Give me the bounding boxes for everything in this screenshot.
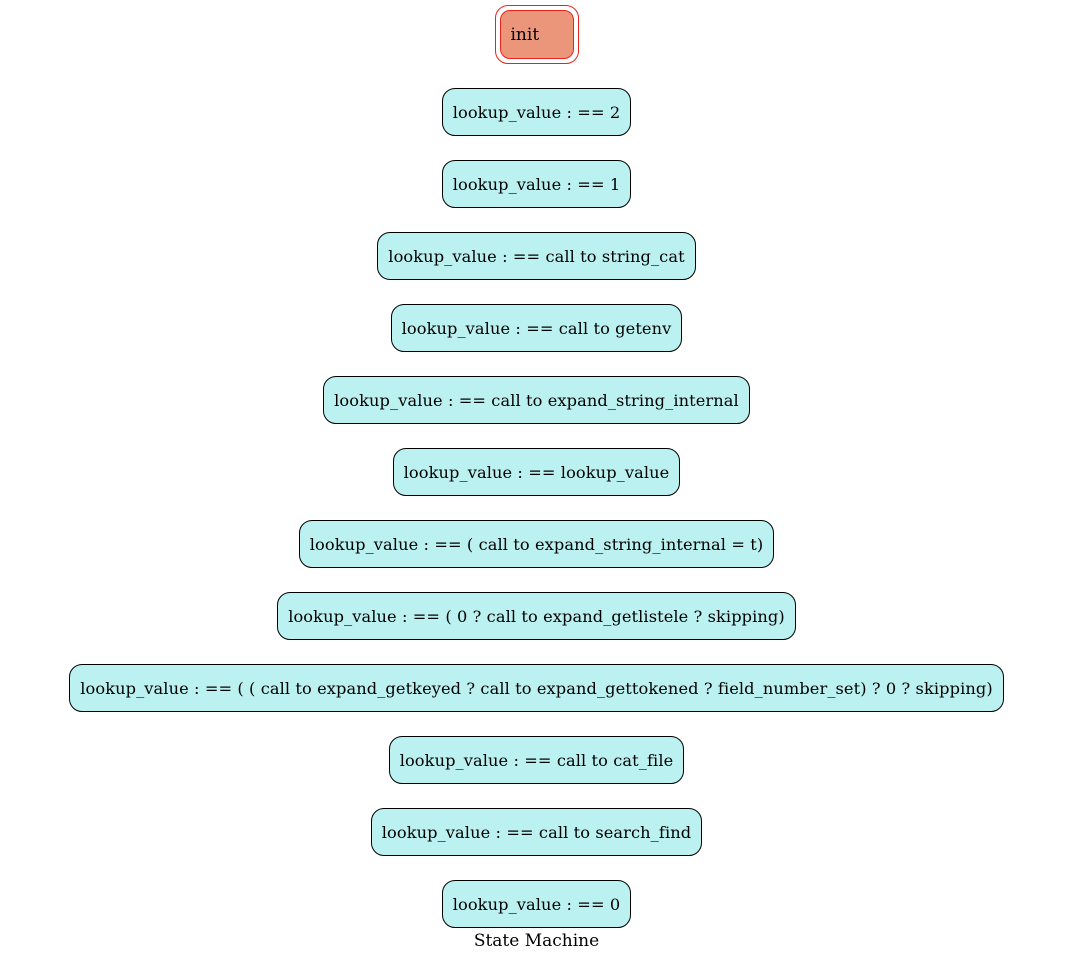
init-node-label: init (510, 24, 540, 45)
state-node[interactable]: lookup_value : == call to string_cat (377, 232, 696, 280)
state-node-label: lookup_value : == ( ( call to expand_get… (80, 678, 993, 698)
init-node[interactable]: init (499, 10, 574, 59)
state-node-label: lookup_value : == lookup_value (403, 462, 670, 482)
state-node-label: lookup_value : == call to cat_file (399, 750, 674, 770)
state-node[interactable]: lookup_value : == call to search_find (370, 808, 703, 856)
state-node[interactable]: lookup_value : == 0 (441, 880, 632, 928)
state-node-label: lookup_value : == ( call to expand_strin… (309, 534, 764, 554)
state-node-label: lookup_value : == ( 0 ? call to expand_g… (288, 606, 785, 626)
diagram-caption: State Machine (473, 931, 600, 951)
state-node-label: lookup_value : == 0 (452, 894, 621, 914)
state-node[interactable]: lookup_value : == call to getenv (390, 304, 683, 352)
state-node[interactable]: lookup_value : == call to cat_file (388, 736, 685, 784)
state-node-label: lookup_value : == 2 (452, 102, 621, 122)
state-node[interactable]: lookup_value : == 1 (441, 160, 632, 208)
state-node-label: lookup_value : == call to string_cat (388, 246, 685, 266)
init-node-outer-border: init (494, 5, 579, 64)
state-node[interactable]: lookup_value : == lookup_value (392, 448, 681, 496)
state-node-label: lookup_value : == 1 (452, 174, 621, 194)
state-node-label: lookup_value : == call to search_find (381, 822, 692, 842)
state-node[interactable]: lookup_value : == call to expand_string_… (323, 376, 750, 424)
state-node[interactable]: lookup_value : == ( 0 ? call to expand_g… (277, 592, 796, 640)
state-node[interactable]: lookup_value : == ( call to expand_strin… (298, 520, 775, 568)
state-node-label: lookup_value : == call to expand_string_… (334, 390, 739, 410)
state-node-label: lookup_value : == call to getenv (401, 318, 672, 338)
state-list: lookup_value : == 2 lookup_value : == 1 … (69, 88, 1004, 928)
state-node[interactable]: lookup_value : == 2 (441, 88, 632, 136)
state-node[interactable]: lookup_value : == ( ( call to expand_get… (69, 664, 1004, 712)
